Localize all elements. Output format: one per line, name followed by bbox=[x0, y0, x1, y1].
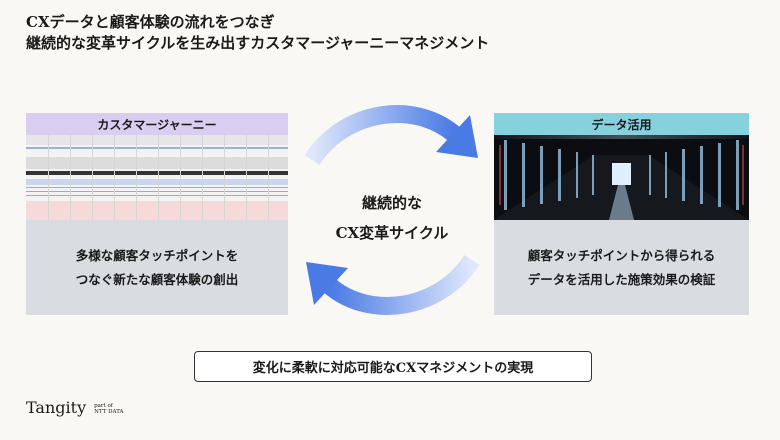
server-corridor-image bbox=[494, 135, 749, 220]
summary-banner: 変化に柔軟に対応可能なCXマネジメントの実現 bbox=[194, 351, 592, 382]
tangity-logo: Tangity part of NTT DATA bbox=[26, 398, 124, 417]
top-cycle-arrow-icon bbox=[304, 105, 478, 166]
cycle-label-line-2: CX変革サイクル bbox=[335, 224, 449, 242]
cycle-label: 継続的な CX変革サイクル bbox=[294, 188, 490, 248]
page-title: CXデータと顧客体験の流れをつなぎ 継続的な変革サイクルを生み出すカスタマージャ… bbox=[26, 12, 489, 54]
caption-line-2: つなぐ新たな顧客体験の創出 bbox=[75, 271, 239, 287]
cycle-label-line-1: 継続的な bbox=[361, 194, 422, 212]
title-line-1: CXデータと顧客体験の流れをつなぎ bbox=[26, 13, 275, 31]
data-utilization-caption: 顧客タッチポイントから得られる データを活用した施策効果の検証 bbox=[494, 220, 749, 315]
customer-journey-header: カスタマージャーニー bbox=[26, 113, 288, 135]
caption-line-1: 多様な顧客タッチポイントを bbox=[75, 247, 239, 263]
customer-journey-map-thumbnail bbox=[26, 135, 288, 220]
data-utilization-panel: データ活用 顧客 bbox=[494, 113, 749, 315]
customer-journey-caption: 多様な顧客タッチポイントを つなぐ新たな顧客体験の創出 bbox=[26, 220, 288, 315]
cycle-arrows bbox=[304, 105, 480, 315]
logo-sub-line-2: NTT DATA bbox=[94, 409, 124, 415]
logo-name: Tangity bbox=[26, 398, 87, 417]
caption-line-2: データを活用した施策効果の検証 bbox=[527, 271, 716, 287]
customer-journey-panel: カスタマージャーニー 多様な顧客タッチポイントを つなぐ新たな顧客体験の創出 bbox=[26, 113, 288, 315]
data-utilization-header: データ活用 bbox=[494, 113, 749, 135]
bottom-cycle-arrow-icon bbox=[306, 254, 480, 315]
title-line-2: 継続的な変革サイクルを生み出すカスタマージャーニーマネジメント bbox=[26, 34, 490, 52]
caption-line-1: 顧客タッチポイントから得られる bbox=[527, 247, 716, 263]
logo-sub-line-1: part of bbox=[94, 403, 113, 409]
logo-sub: part of NTT DATA bbox=[94, 403, 123, 415]
